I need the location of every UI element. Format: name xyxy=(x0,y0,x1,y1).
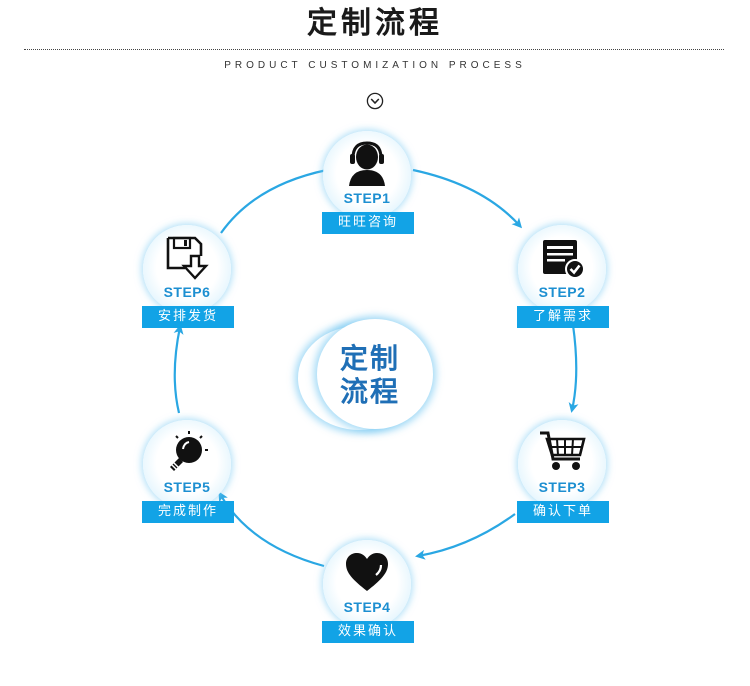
center-text-line2: 流程 xyxy=(339,375,400,408)
step-label: 确认下单 xyxy=(517,501,609,523)
step-number: STEP3 xyxy=(538,479,586,495)
center-text-line1: 定制 xyxy=(339,342,400,375)
step-label: 旺旺咨询 xyxy=(322,212,414,234)
step-number: STEP2 xyxy=(538,284,586,300)
step-node-3: STEP3 确认下单 xyxy=(513,415,613,523)
dotted-divider xyxy=(24,49,724,50)
step-circle xyxy=(143,420,231,508)
step-label: 安排发货 xyxy=(142,306,234,328)
heart-icon xyxy=(346,553,388,591)
step-node-1: STEP1 旺旺咨询 xyxy=(318,126,418,234)
headset-person-icon xyxy=(349,141,385,186)
step-node-4: STEP4 效果确认 xyxy=(318,535,418,643)
page-subtitle: PRODUCT CUSTOMIZATION PROCESS xyxy=(224,60,526,71)
step-node-5: STEP5 完成制作 xyxy=(138,415,238,523)
document-check-icon xyxy=(543,240,585,279)
chevron-down-circle-icon xyxy=(366,92,384,110)
step-label: 了解需求 xyxy=(517,306,609,328)
step-number: STEP1 xyxy=(343,190,391,206)
save-download-icon xyxy=(166,236,209,280)
step-node-2: STEP2 了解需求 xyxy=(513,220,613,328)
center-text: 定制 流程 xyxy=(295,342,445,408)
page-title: 定制流程 xyxy=(307,6,443,41)
step-number: STEP6 xyxy=(163,284,211,300)
step-circle xyxy=(518,420,606,508)
center-ring-front xyxy=(317,319,433,429)
center-title-badge: 定制 流程 xyxy=(295,313,445,433)
step-node-6: STEP6 安排发货 xyxy=(138,220,238,328)
step-label: 效果确认 xyxy=(322,621,414,643)
step-label: 完成制作 xyxy=(142,501,234,523)
step-number: STEP4 xyxy=(343,599,391,615)
lightbulb-icon xyxy=(170,431,208,471)
shopping-cart-icon xyxy=(540,431,586,470)
step-number: STEP5 xyxy=(163,479,211,495)
